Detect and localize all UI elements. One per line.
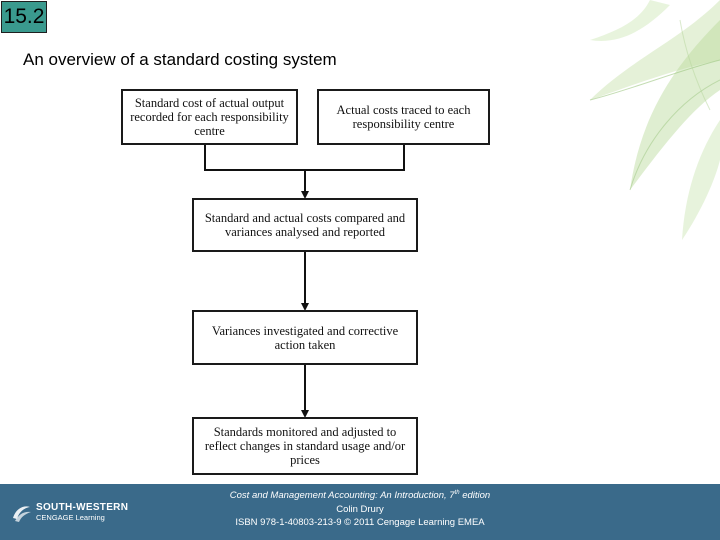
slide-title: An overview of a standard costing system xyxy=(23,50,337,69)
footer-bar xyxy=(0,484,720,540)
box-investigated-text: Variances investigated and corrective ac… xyxy=(211,323,399,352)
box-monitored-text: Standards monitored and adjusted to refl… xyxy=(204,425,406,467)
box-standard-cost: Standard cost of actual output recorded … xyxy=(121,89,298,145)
footer-citation: Cost and Management Accounting: An Intro… xyxy=(200,489,520,530)
footer-isbn: ISBN 978-1-40803-213-9 © 2011 Cengage Le… xyxy=(235,517,485,528)
box-actual-costs: Actual costs traced to each responsibili… xyxy=(317,89,490,145)
box-compared: Standard and actual costs compared and v… xyxy=(192,198,418,252)
box-investigated: Variances investigated and corrective ac… xyxy=(192,310,418,365)
connector-top-merge xyxy=(204,145,405,199)
publisher-logo: SOUTH-WESTERN CENGAGE Learning xyxy=(10,499,128,527)
publisher-swirl-icon xyxy=(13,506,31,522)
book-title: Cost and Management Accounting: An Intro… xyxy=(229,490,455,501)
footer-book-title: Cost and Management Accounting: An Intro… xyxy=(200,489,520,503)
decorative-leaves xyxy=(589,0,720,240)
logo-sub: CENGAGE Learning xyxy=(36,513,105,522)
edition-sup: th xyxy=(454,489,460,496)
edition-suffix: edition xyxy=(459,490,491,501)
box-compared-text: Standard and actual costs compared and v… xyxy=(204,211,406,239)
box-standard-cost-text: Standard cost of actual output recorded … xyxy=(130,96,289,138)
box-actual-costs-text: Actual costs traced to each responsibili… xyxy=(336,103,471,131)
footer-author: Colin Drury xyxy=(336,503,384,515)
leaf-graphic xyxy=(589,0,720,240)
box-monitored: Standards monitored and adjusted to refl… xyxy=(192,417,418,475)
logo-brand: SOUTH-WESTERN xyxy=(36,502,129,513)
slide-number: 15.2 xyxy=(1,1,47,33)
